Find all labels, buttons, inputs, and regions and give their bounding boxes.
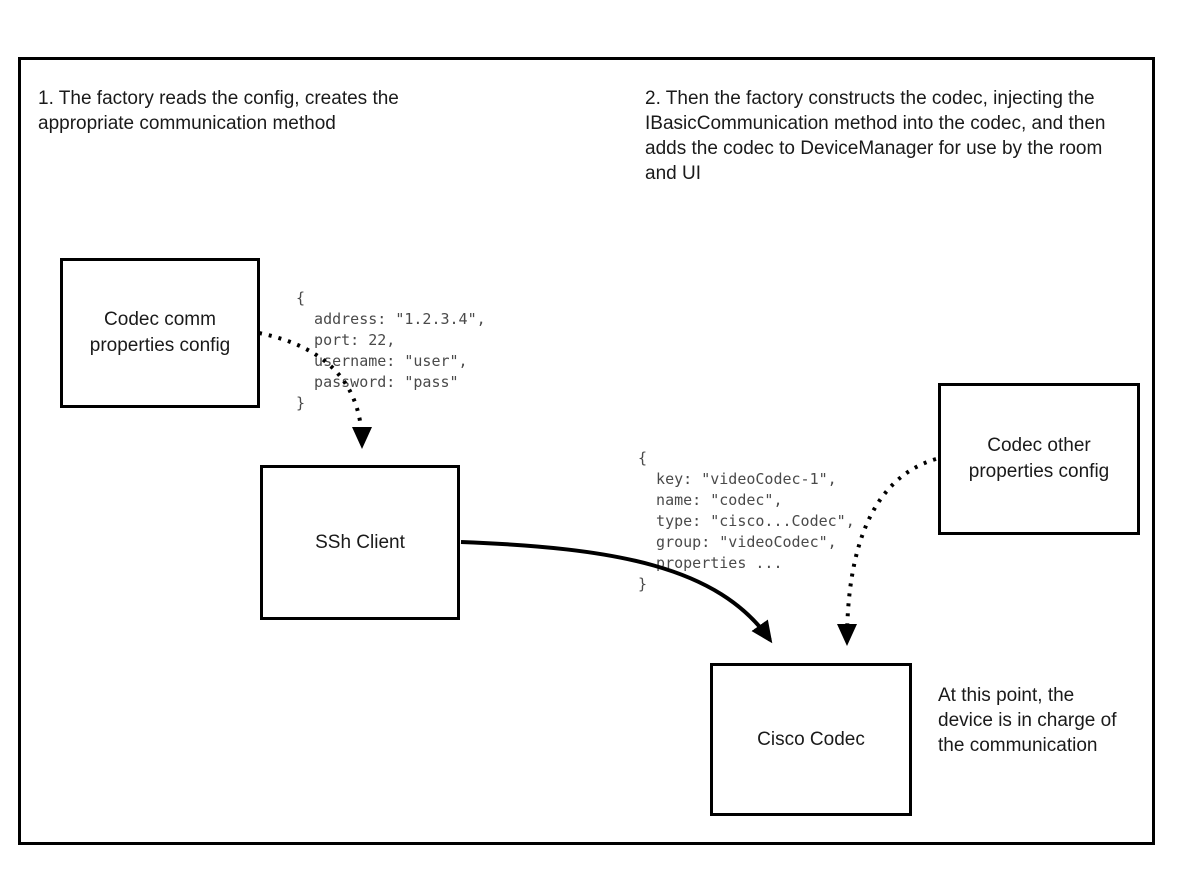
note-step2: 2. Then the factory constructs the codec… <box>645 88 1106 185</box>
box-codec-other-properties-config: Codec other properties config <box>938 383 1140 535</box>
box-codec-comm-properties-config-label: Codec comm properties config <box>89 309 231 356</box>
box-cisco-codec: Cisco Codec <box>710 663 912 816</box>
box-ssh-client: SSh Client <box>260 465 460 620</box>
box-cisco-codec-label: Cisco Codec <box>757 728 865 750</box>
note-step1: 1. The factory reads the config, creates… <box>38 88 399 135</box>
box-ssh-client-label: SSh Client <box>315 531 405 553</box>
code-codec-properties-json: { key: "videoCodec-1", name: "codec", ty… <box>638 449 855 593</box>
box-codec-other-properties-config-label: Codec other properties config <box>968 435 1110 482</box>
box-codec-comm-properties-config: Codec comm properties config <box>60 258 260 408</box>
note-endpoint: At this point, the device is in charge o… <box>938 685 1117 757</box>
code-comm-properties-json: { address: "1.2.3.4", port: 22, username… <box>296 289 486 412</box>
